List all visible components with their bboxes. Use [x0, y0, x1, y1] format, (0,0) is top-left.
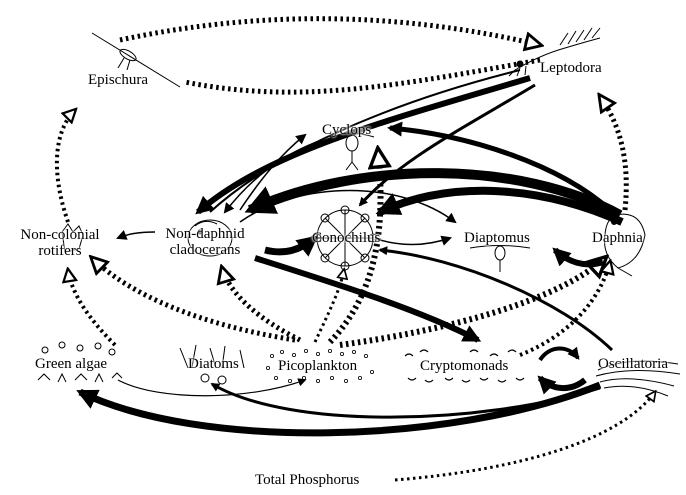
rotifer-sketch [61, 223, 84, 253]
link-rotifers-epischura [54, 110, 75, 223]
node-cryptomonads: Cryptomonads [420, 358, 509, 374]
diatoms-sketch [179, 344, 245, 385]
link-cladocerans-diaptomus [239, 189, 457, 224]
node-non-daphnid-cladocerans: Non-daphnid cladocerans [150, 226, 260, 258]
cladocerans-label-line1: Non-daphnid [165, 226, 245, 242]
link-daphnia-leptodora [600, 96, 629, 211]
link-daphnia-conochilus [375, 186, 624, 226]
link-epischura-leptodora [119, 16, 540, 45]
node-oscillatoria: Oscillatoria [598, 356, 668, 372]
link-greenalgae-rotifers [68, 270, 117, 347]
node-diatoms: Diatoms [188, 356, 239, 372]
link-cryptomonads-daphnia [519, 262, 610, 357]
diaptomus-sketch [469, 245, 531, 272]
link-cryptomonads-oscillatoria [538, 346, 580, 362]
link-leptodora-epischura [184, 57, 541, 95]
link-leptodora-cladocerans [195, 75, 531, 215]
link-cladocerans-conochilus [264, 235, 319, 257]
dotted-links [54, 16, 655, 482]
oscillatoria-sketch [595, 360, 681, 397]
link-greenalgae-picoplankton [117, 378, 307, 397]
link-leptodora-conochilus [358, 83, 536, 207]
link-cladocerans-rotifers [116, 230, 156, 240]
epischura-sketch [91, 32, 181, 88]
link-daphnia-cladocerans [244, 168, 623, 220]
node-diaptomus: Diaptomus [464, 230, 530, 246]
link-cladocerans-leptodora [209, 69, 521, 213]
solid-links [76, 69, 624, 437]
link-daphnia-cyclops [387, 121, 612, 212]
link-cyclops-cladocerans [223, 139, 323, 214]
cryptomonads-sketch [404, 349, 525, 383]
node-cyclops: Cyclops [322, 122, 372, 138]
link-oscillatoria-diatoms [210, 382, 601, 419]
node-total-phosphorus: Total Phosphorus [255, 472, 360, 488]
link-picoplankton-cladocerans [222, 268, 302, 343]
node-daphnia: Daphnia [592, 230, 643, 246]
link-daphnia-diaptomus [552, 247, 604, 268]
node-epischura: Epischura [88, 72, 148, 88]
node-green-algae: Green algae [35, 356, 108, 372]
node-non-colonial-rotifers: Non-colonial rotifers [10, 227, 110, 259]
cladocerans-label-line2: cladocerans [169, 242, 241, 258]
node-picoplankton: Picoplankton [278, 358, 358, 374]
link-cladocerans-cryptomonads [254, 255, 482, 343]
link-oscillatoria-cryptomonads [537, 375, 587, 395]
rotifers-label-line2: rotifers [38, 243, 82, 259]
link-picoplankton-cyclops [327, 150, 381, 345]
link-oscillatoria-greenalgae [76, 381, 602, 437]
cladoceran-sketch [187, 219, 233, 257]
node-leptodora: Leptodora [540, 60, 602, 76]
rotifers-label-line1: Non-colonial [20, 227, 100, 243]
link-oscillatoria-conochilus [378, 246, 614, 352]
algae-sketch [37, 341, 123, 383]
link-picoplankton-daphnia [339, 258, 605, 348]
link-picoplankton-rotifers [92, 258, 296, 343]
link-conochilus-diaptomus [379, 235, 452, 246]
node-conochilus: Conochilus [312, 230, 381, 246]
